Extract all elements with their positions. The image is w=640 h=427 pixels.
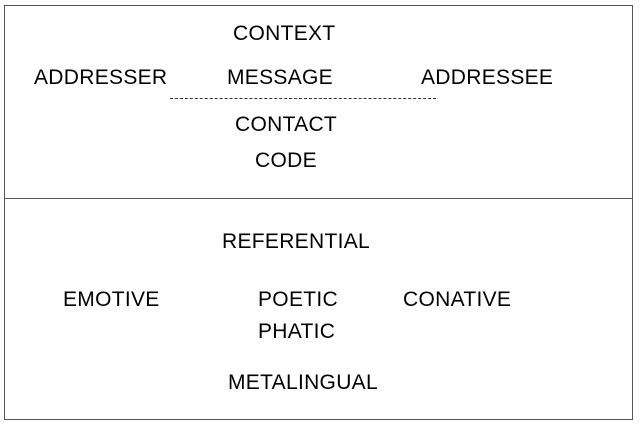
factor-contact: CONTACT: [235, 113, 338, 136]
diagram-frame: [4, 5, 633, 420]
function-referential: REFERENTIAL: [222, 230, 370, 253]
function-emotive: EMOTIVE: [63, 288, 160, 311]
function-phatic: PHATIC: [258, 320, 336, 343]
function-conative: CONATIVE: [403, 288, 512, 311]
factor-context: CONTEXT: [233, 22, 336, 45]
function-poetic: POETIC: [258, 288, 338, 311]
section-divider: [4, 198, 633, 199]
message-dashed-line: [170, 98, 436, 99]
factor-message: MESSAGE: [227, 66, 333, 89]
factor-addresser: ADDRESSER: [34, 66, 168, 89]
factor-code: CODE: [255, 149, 317, 172]
factor-addressee: ADDRESSEE: [421, 66, 554, 89]
function-metalingual: METALINGUAL: [228, 371, 378, 394]
